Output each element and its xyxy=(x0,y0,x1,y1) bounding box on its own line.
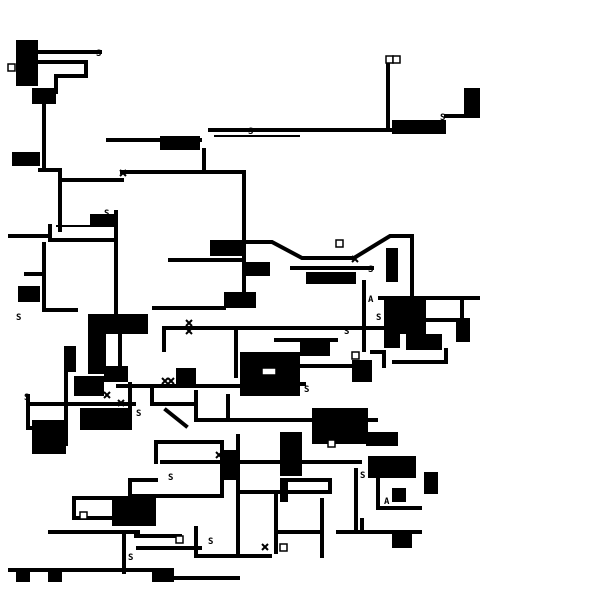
start-tile: S xyxy=(344,327,349,337)
bottom-left-rooms xyxy=(8,496,272,582)
start-end-glyphs: S S S S S S S S S S S S S S S S S A A xyxy=(16,49,445,563)
cross-tiles xyxy=(103,169,359,551)
start-tile: S xyxy=(208,537,213,547)
start-tile: S xyxy=(16,313,21,323)
left-spine xyxy=(8,210,118,322)
start-tile: S xyxy=(264,265,269,275)
lower-middle-rooms xyxy=(128,408,398,558)
start-tile: S xyxy=(440,113,445,123)
start-tile: S xyxy=(304,385,309,395)
start-tile: S xyxy=(248,127,253,137)
start-tile: S xyxy=(128,553,133,563)
end-tile: A xyxy=(384,497,390,507)
start-tile: S xyxy=(376,313,381,323)
central-trunk xyxy=(152,170,414,310)
start-tile: S xyxy=(104,321,109,331)
start-tile: S xyxy=(24,393,29,403)
right-room-cluster xyxy=(352,248,480,382)
mid-left-rooms xyxy=(26,314,148,454)
start-tile: S xyxy=(96,49,101,59)
start-tile: S xyxy=(360,471,365,481)
end-tile: A xyxy=(368,295,374,305)
start-tile: S xyxy=(168,473,173,483)
start-tile: S xyxy=(368,265,373,275)
start-tile: S xyxy=(104,209,109,219)
start-tile: S xyxy=(136,409,141,419)
upper-corridor xyxy=(106,58,480,174)
mid-corridor xyxy=(116,326,378,429)
tile-markers xyxy=(7,55,401,552)
lower-right-rooms xyxy=(336,456,438,548)
top-left-room-cluster xyxy=(12,40,246,232)
